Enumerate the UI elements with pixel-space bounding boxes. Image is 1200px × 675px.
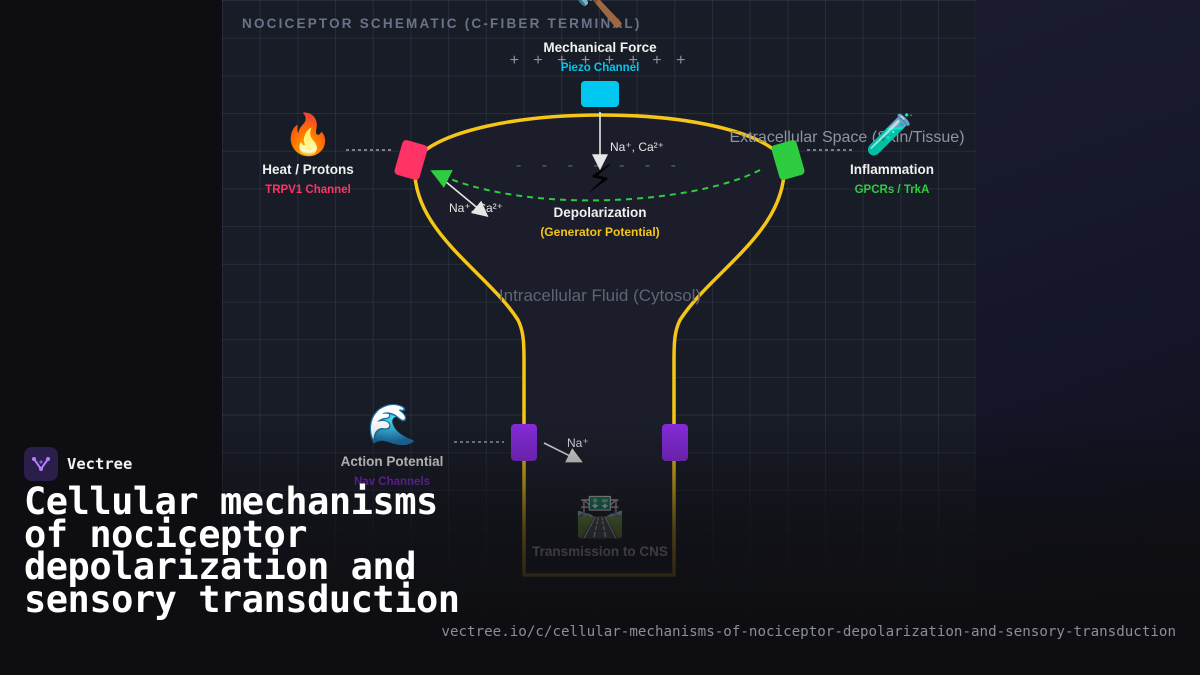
test-tube-icon: 🧪 <box>865 113 915 157</box>
vectree-logo-icon <box>24 447 58 481</box>
piezo-channel <box>581 81 619 107</box>
brand-name: Vectree <box>67 455 133 473</box>
fire-icon: 🔥 <box>283 111 333 157</box>
nav-channel-right <box>662 424 688 461</box>
hammer-icon: 🔨 <box>575 0 625 29</box>
generator-potential-label: (Generator Potential) <box>540 225 659 239</box>
depolarization-label: Depolarization <box>553 205 646 220</box>
piezo-channel-label: Piezo Channel <box>561 62 640 74</box>
trpv1-channel-label: TRPV1 Channel <box>265 184 351 196</box>
nav-ion-label: Na⁺ <box>567 436 589 450</box>
action-potential-label: Action Potential <box>341 454 444 469</box>
extracellular-label: Extracellular Space (Skin/Tissue) <box>729 129 964 146</box>
heat-protons-label: Heat / Protons <box>262 162 354 177</box>
wave-icon: 🌊 <box>367 401 417 447</box>
intracellular-label: Intracellular Fluid (Cytosol) <box>499 286 701 305</box>
page-url[interactable]: vectree.io/c/cellular-mechanisms-of-noci… <box>441 624 1176 640</box>
transmission-label: Transmission to CNS <box>532 544 668 559</box>
trpv1-ion-label: Na⁺, Ca²⁺ <box>449 201 503 215</box>
page-title: Cellular mechanisms of nociceptor depola… <box>24 480 460 621</box>
road-icon: 🛣️ <box>575 495 625 539</box>
brand[interactable]: Vectree <box>24 447 132 481</box>
background-gradient <box>976 0 1200 675</box>
piezo-ion-label: Na⁺, Ca²⁺ <box>610 140 664 154</box>
gpcr-trka-label: GPCRs / TrkA <box>855 184 930 196</box>
nav-channel-left <box>511 424 537 461</box>
mechanical-force-label: Mechanical Force <box>543 40 657 55</box>
lightning-icon: ⚡ <box>587 159 614 201</box>
inflammation-label: Inflammation <box>850 162 934 177</box>
